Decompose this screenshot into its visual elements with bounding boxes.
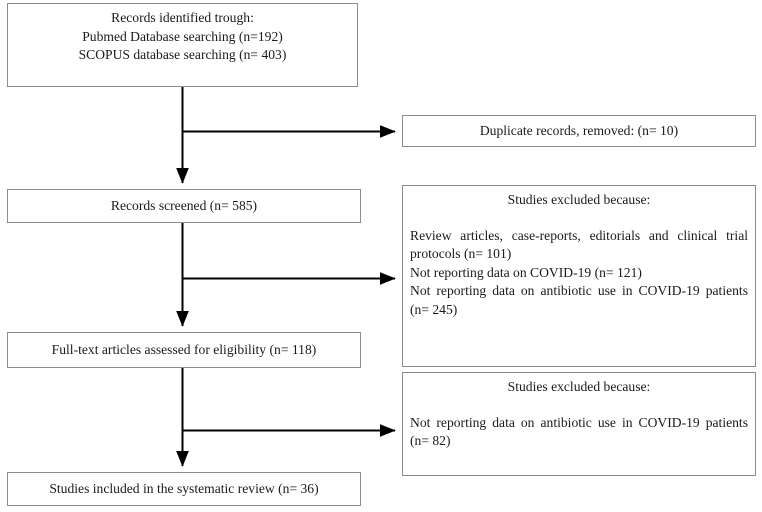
studies-excluded-screening-reason-2: Not reporting data on COVID-19 (n= 121) xyxy=(410,264,642,280)
studies-excluded-screening-reason-3: Not reporting data on antibiotic use in … xyxy=(410,283,748,317)
studies-excluded-screening-reason-1: Review articles, case-reports, editorial… xyxy=(410,227,748,262)
box-studies-included: Studies included in the systematic revie… xyxy=(7,472,361,506)
records-identified-line-3: SCOPUS database searching (n= 403) xyxy=(78,47,287,62)
box-studies-excluded-eligibility: Studies excluded because: Not reporting … xyxy=(402,372,756,476)
records-screened-label: Records screened (n= 585) xyxy=(110,197,258,213)
records-identified-line-1: Records identified trough: xyxy=(111,10,254,25)
full-text-articles-label: Full-text articles assessed for eligibil… xyxy=(51,341,317,357)
box-studies-excluded-screening: Studies excluded because: Review article… xyxy=(402,185,756,367)
duplicate-records-label: Duplicate records, removed: (n= 10) xyxy=(479,122,679,138)
box-records-screened: Records screened (n= 585) xyxy=(7,189,361,223)
studies-included-label: Studies included in the systematic revie… xyxy=(49,480,319,496)
studies-excluded-eligibility-reason-1: Not reporting data on antibiotic use in … xyxy=(410,414,748,449)
studies-excluded-screening-header: Studies excluded because: xyxy=(507,192,651,207)
records-identified-line-2: Pubmed Database searching (n=192) xyxy=(82,28,283,44)
studies-excluded-eligibility-header: Studies excluded because: xyxy=(507,379,651,394)
box-duplicate-records-removed: Duplicate records, removed: (n= 10) xyxy=(402,115,756,147)
box-records-identified: Records identified trough: Pubmed Databa… xyxy=(7,3,358,87)
box-full-text-articles-assessed: Full-text articles assessed for eligibil… xyxy=(7,332,361,368)
